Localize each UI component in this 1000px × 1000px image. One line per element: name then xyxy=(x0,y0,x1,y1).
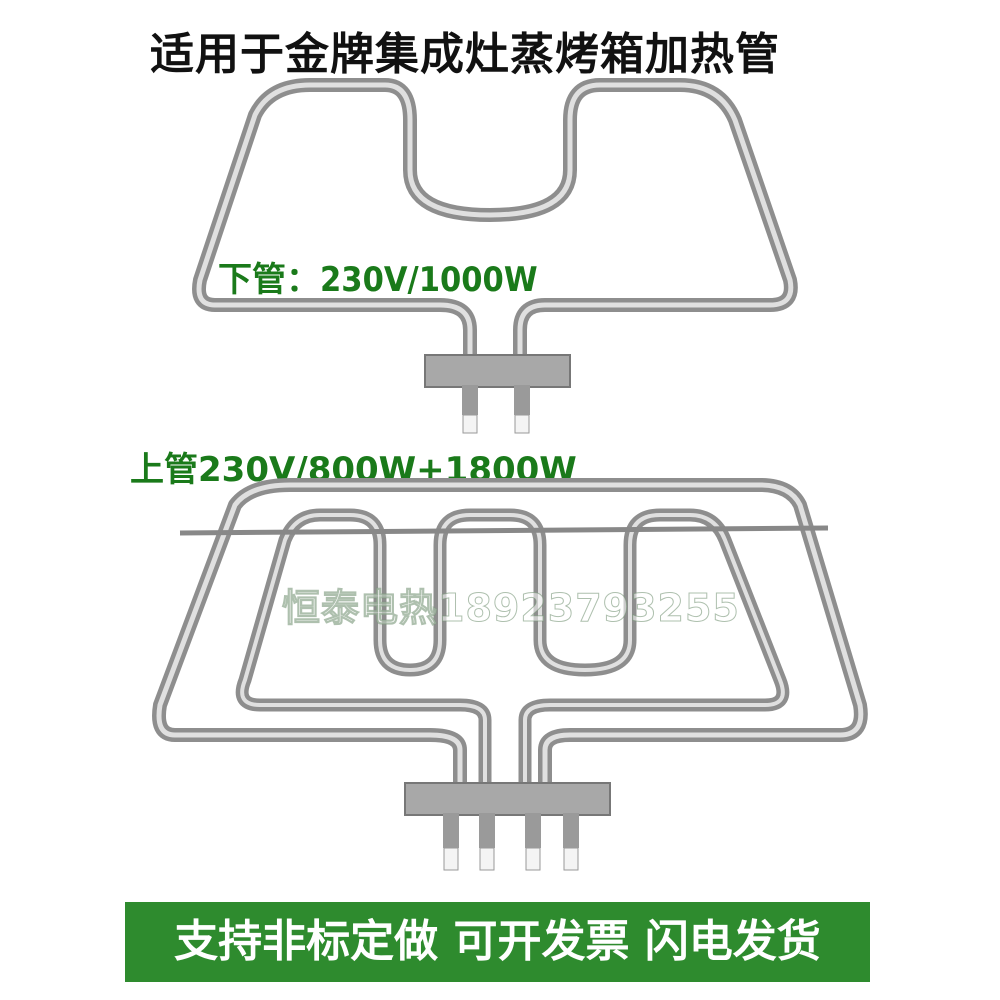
product-title: 适用于金牌集成灶蒸烤箱加热管 xyxy=(150,29,780,80)
promo-banner-text: 支持非标定做 可开发票 闪电发货 xyxy=(174,916,821,967)
promo-banner: 支持非标定做 可开发票 闪电发货 xyxy=(125,902,870,982)
lower-tube-label: 下管：230V/1000W xyxy=(218,260,538,300)
watermark-text: 恒泰电热18923793255 xyxy=(282,586,740,631)
